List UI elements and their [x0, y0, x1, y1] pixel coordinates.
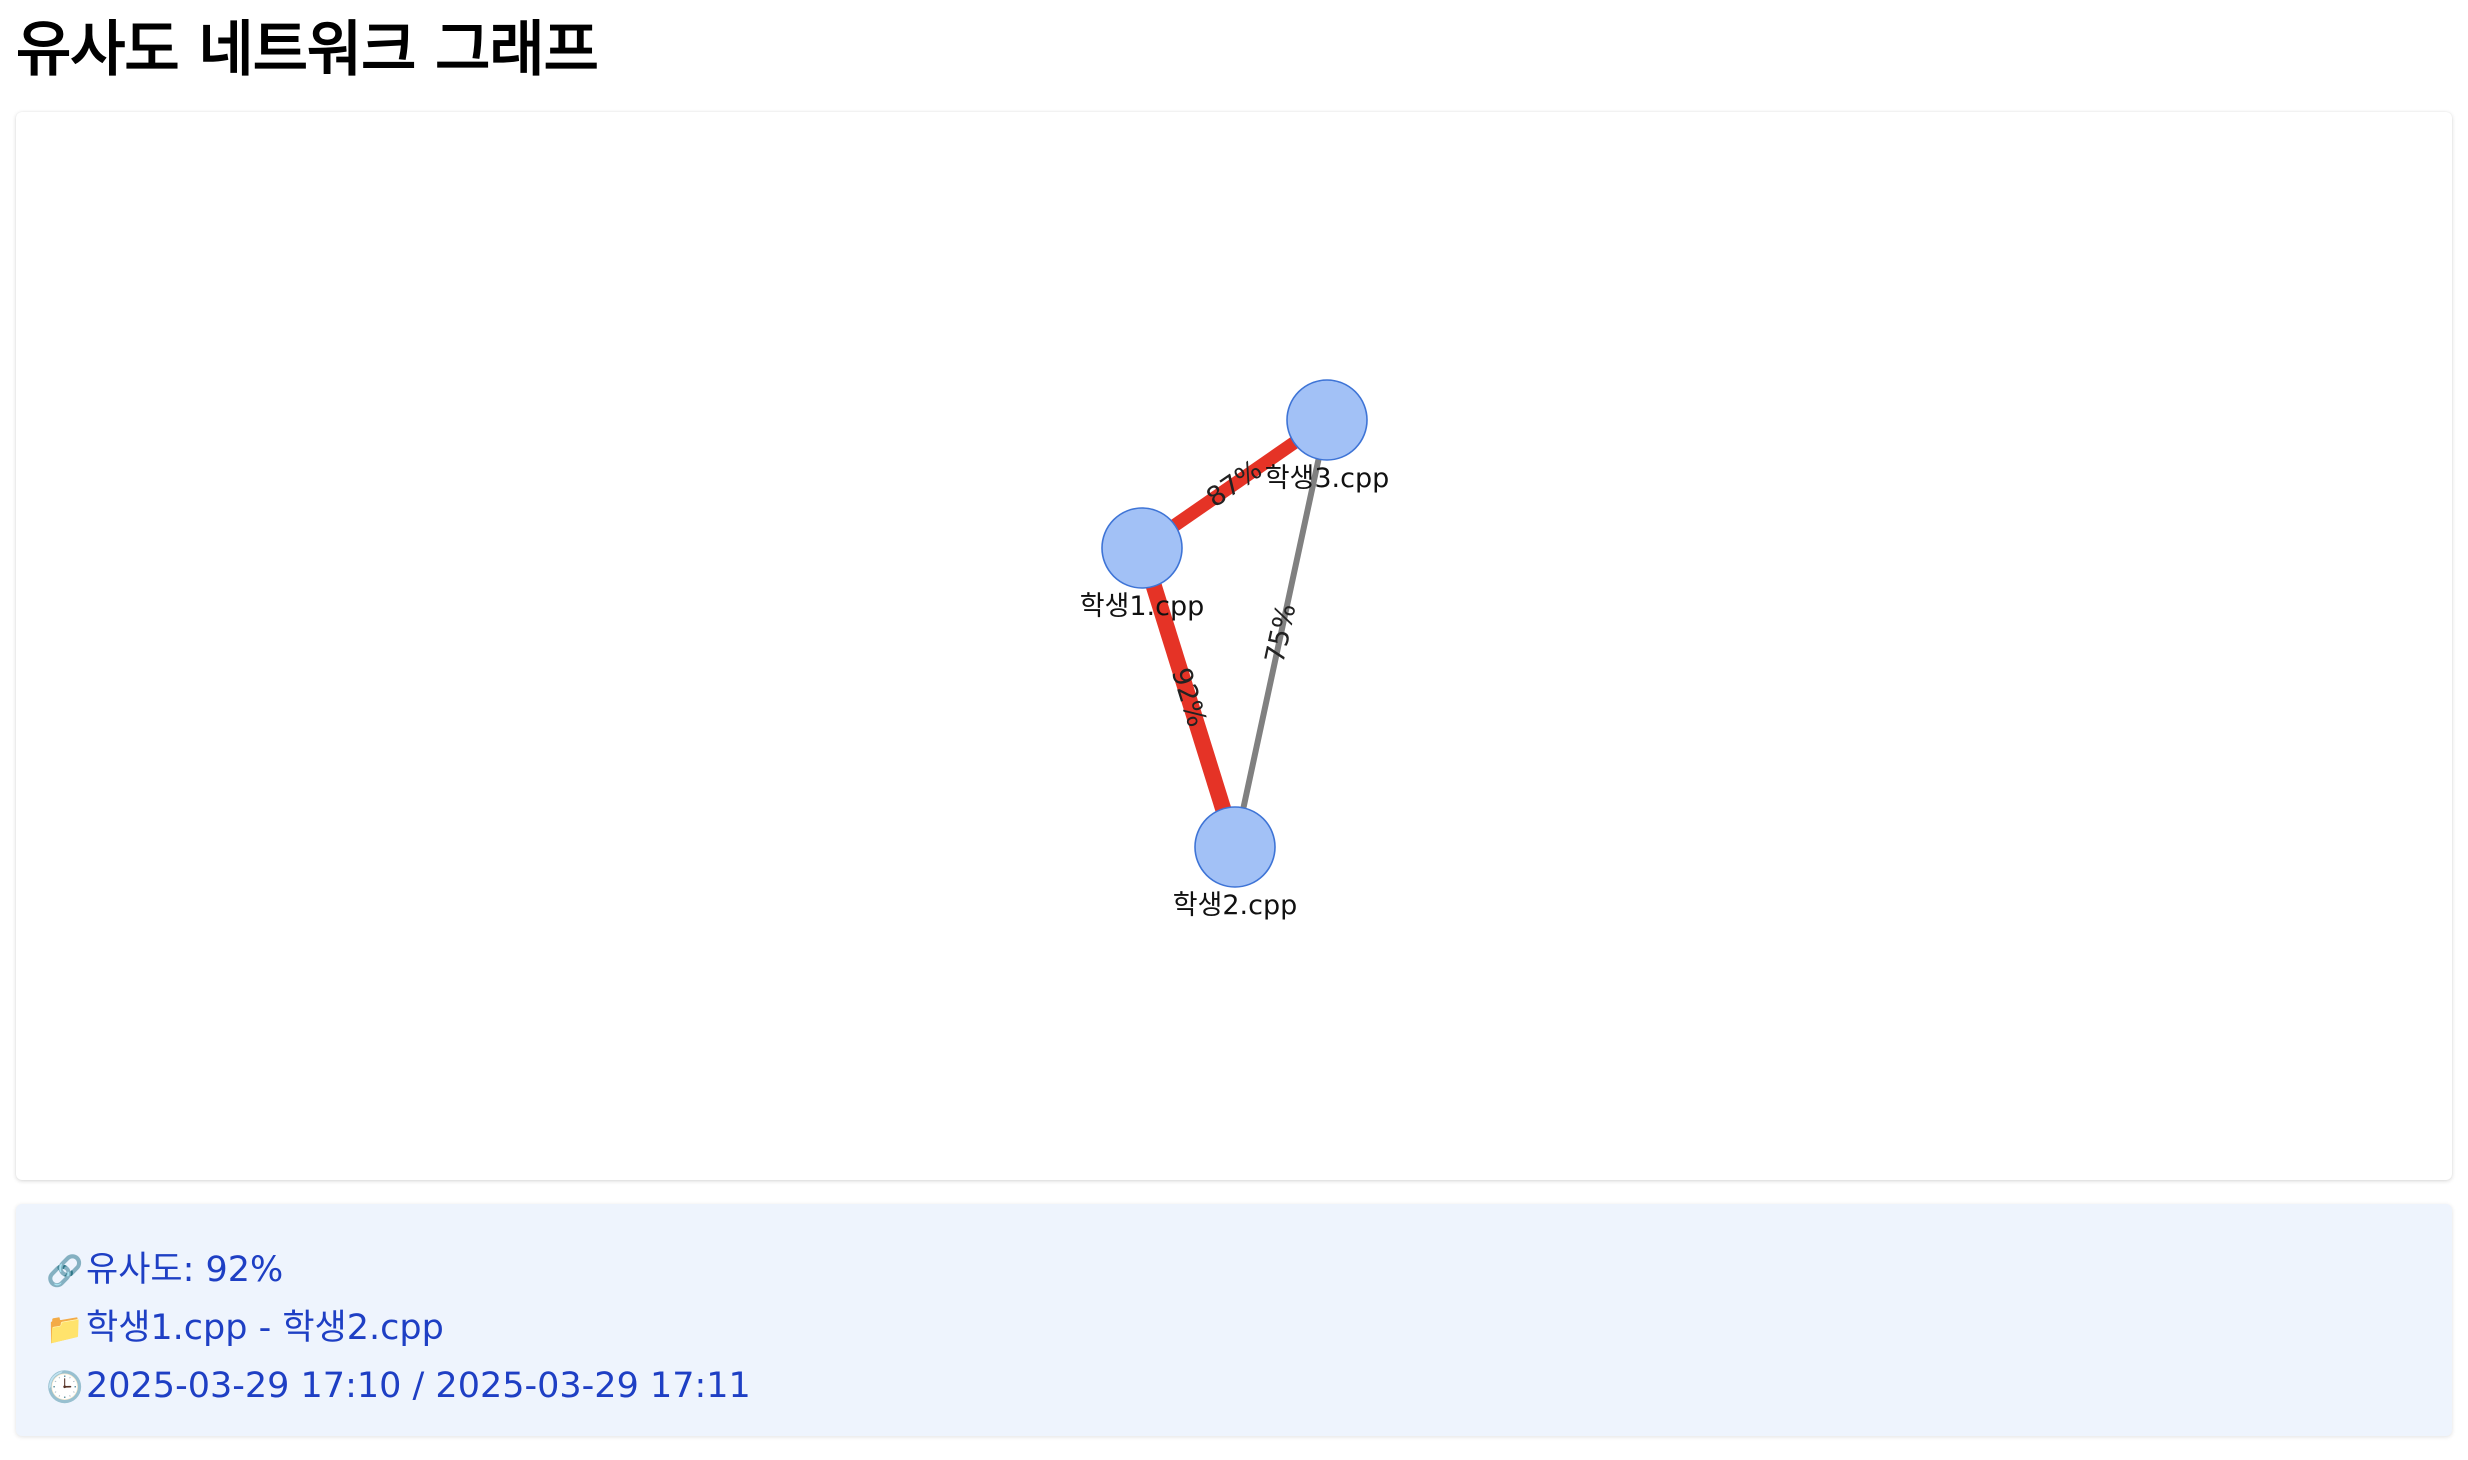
edge-s3-s2[interactable]: [1232, 419, 1330, 848]
similarity-value: 유사도: 92%: [86, 1250, 284, 1290]
edge-label: 75%: [1260, 601, 1303, 666]
node-s3[interactable]: [1286, 379, 1368, 461]
edge-s1-s2[interactable]: [1134, 545, 1243, 850]
similarity-info-panel: 🔗유사도: 92% 📁학생1.cpp - 학생2.cpp 🕒2025-03-29…: [16, 1204, 2452, 1436]
page-title: 유사도 네트워크 그래프: [16, 15, 599, 85]
node-label: 학생3.cpp: [1265, 463, 1390, 494]
timestamps: 2025-03-29 17:10 / 2025-03-29 17:11: [86, 1366, 751, 1406]
similarity-info-line: 🔗유사도: 92%: [46, 1242, 2452, 1300]
node-s1[interactable]: [1101, 507, 1183, 589]
timestamp-info-line: 🕒2025-03-29 17:10 / 2025-03-29 17:11: [46, 1358, 2452, 1416]
file-pair-info-line: 📁학생1.cpp - 학생2.cpp: [46, 1300, 2452, 1358]
node-label: 학생1.cpp: [1080, 591, 1205, 622]
folder-icon: 📁: [46, 1312, 84, 1347]
node-s2[interactable]: [1194, 806, 1276, 888]
node-label: 학생2.cpp: [1173, 890, 1298, 921]
nodes-layer: 학생1.cpp 학생2.cpp 학생3.cpp: [1080, 379, 1390, 921]
file-pair: 학생1.cpp - 학생2.cpp: [86, 1308, 444, 1348]
link-icon: 🔗: [46, 1254, 84, 1289]
edge-label: 92%: [1165, 664, 1212, 731]
clock-icon: 🕒: [46, 1370, 84, 1405]
